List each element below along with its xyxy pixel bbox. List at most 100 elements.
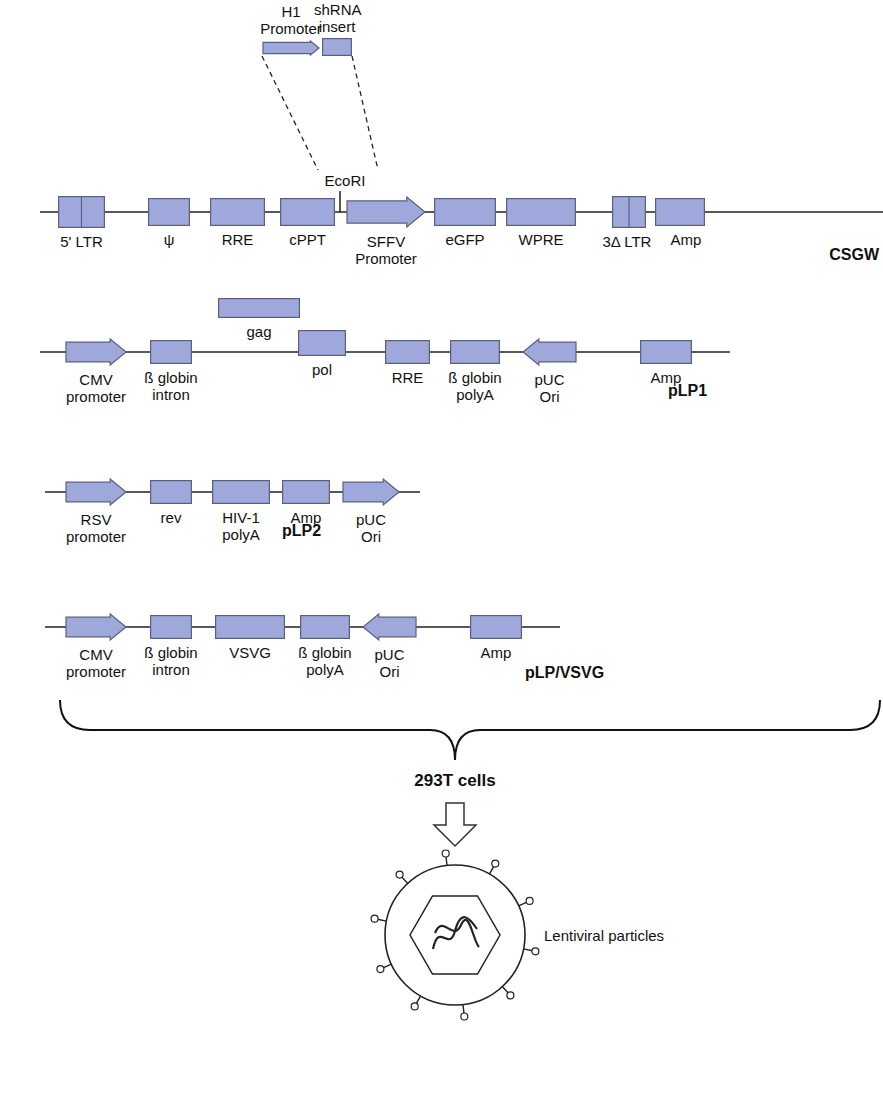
shape-outline [346, 196, 426, 228]
element-box: RRE [385, 340, 430, 364]
element-box: shRNA insert [322, 38, 352, 56]
shape-outline [218, 298, 300, 318]
element-label: 3Δ LTR [603, 233, 652, 250]
shape-outline [298, 330, 346, 356]
shape-outline [282, 480, 330, 504]
shape-outline [385, 340, 430, 364]
element-label: eGFP [445, 231, 484, 248]
shape-outline [342, 478, 400, 506]
element-box: HIV-1 polyA [212, 480, 270, 504]
shape-outline [450, 340, 500, 364]
plasmid-name: 293T cells [414, 772, 495, 790]
shape-outline [300, 615, 350, 639]
element-label: RSV promoter [60, 511, 132, 545]
shape-outline [150, 480, 192, 504]
element-label: ψ [164, 231, 175, 248]
shape-outline [215, 615, 285, 639]
shape-outline [212, 480, 270, 504]
element-label: VSVG [229, 644, 271, 661]
element-label: ß globin polyA [294, 644, 356, 678]
shape-outline [65, 338, 127, 366]
element-box: ψ [148, 198, 190, 226]
element-label: ß globin intron [140, 644, 202, 678]
element-box: ß globin intron [150, 340, 192, 364]
element-label: RRE [392, 369, 424, 386]
element-box: 3Δ LTR [612, 196, 646, 228]
element-arrow: pUC Ori [342, 478, 400, 506]
insert-guide [262, 56, 318, 170]
shape-outline [612, 196, 646, 228]
shape-outline [262, 40, 320, 56]
element-arrow: SFFV Promoter [346, 196, 426, 228]
element-box: Amp [470, 615, 522, 639]
insert-guide [352, 56, 378, 170]
element-box: RRE [210, 198, 265, 226]
brace [60, 700, 880, 760]
element-label: ß globin polyA [444, 369, 506, 403]
element-label: HIV-1 polyA [214, 509, 268, 543]
element-label: cPPT [289, 231, 326, 248]
element-label: Lentiviral particles [544, 927, 664, 944]
shape-outline [380, 860, 530, 1010]
shape-outline [150, 340, 192, 364]
element-box: 5' LTR [58, 196, 105, 228]
plasmid-name: pLP/VSVG [525, 664, 604, 682]
shape-outline [280, 198, 335, 226]
element-box: WPRE [506, 198, 576, 226]
element-box: rev [150, 480, 192, 504]
element-label: Amp [481, 644, 512, 661]
shape-outline [322, 38, 352, 56]
plasmid-name: pLP2 [282, 522, 321, 540]
element-arrow: H1 Promoter [262, 40, 320, 56]
element-label: rev [161, 509, 182, 526]
element-box: ß globin intron [150, 615, 192, 639]
element-label: Amp [671, 231, 702, 248]
shape-outline [640, 340, 692, 364]
element-box: ß globin polyA [450, 340, 500, 364]
shape-outline [58, 196, 105, 228]
element-label: 5' LTR [60, 233, 103, 250]
element-arrow: CMV promoter [65, 613, 127, 641]
shape-outline [655, 198, 705, 226]
element-arrow: CMV promoter [65, 338, 127, 366]
shape-outline [150, 615, 192, 639]
element-label: shRNA insert [314, 1, 360, 35]
element-box: eGFP [434, 198, 496, 226]
element-label: WPRE [519, 231, 564, 248]
element-box: pol [298, 330, 346, 356]
element-arrow: pUC Ori [522, 338, 577, 366]
element-label: ß globin intron [140, 369, 202, 403]
element-box: Amp [640, 340, 692, 364]
element-label: RRE [222, 231, 254, 248]
element-label: pUC Ori [368, 646, 412, 680]
element-label: pol [312, 361, 332, 378]
shape-outline [506, 198, 576, 226]
shape-outline [148, 198, 190, 226]
element-label: CMV promoter [60, 646, 132, 680]
plasmid-name: CSGW [829, 246, 879, 264]
shape-outline [362, 613, 417, 641]
element-box: ß globin polyA [300, 615, 350, 639]
shape-outline [434, 198, 496, 226]
shape-outline [470, 615, 522, 639]
element-box: VSVG [215, 615, 285, 639]
element-box: Amp [655, 198, 705, 226]
element-arrow: RSV promoter [65, 478, 127, 506]
element-box: Amp [282, 480, 330, 504]
process-arrow [434, 803, 476, 846]
site-tick [339, 191, 341, 212]
element-label: H1 Promoter [260, 3, 322, 37]
element-arrow: pUC Ori [362, 613, 417, 641]
shape-outline [210, 198, 265, 226]
element-label: pUC Ori [528, 371, 572, 405]
element-box: cPPT [280, 198, 335, 226]
element-label: SFFV Promoter [353, 233, 419, 267]
shape-outline [65, 478, 127, 506]
shape-outline [522, 338, 577, 366]
element-label: gag [246, 323, 271, 340]
shape-outline [65, 613, 127, 641]
plasmid-name: pLP1 [668, 382, 707, 400]
element-label: pUC Ori [349, 511, 393, 545]
element-box: gag [218, 298, 300, 318]
